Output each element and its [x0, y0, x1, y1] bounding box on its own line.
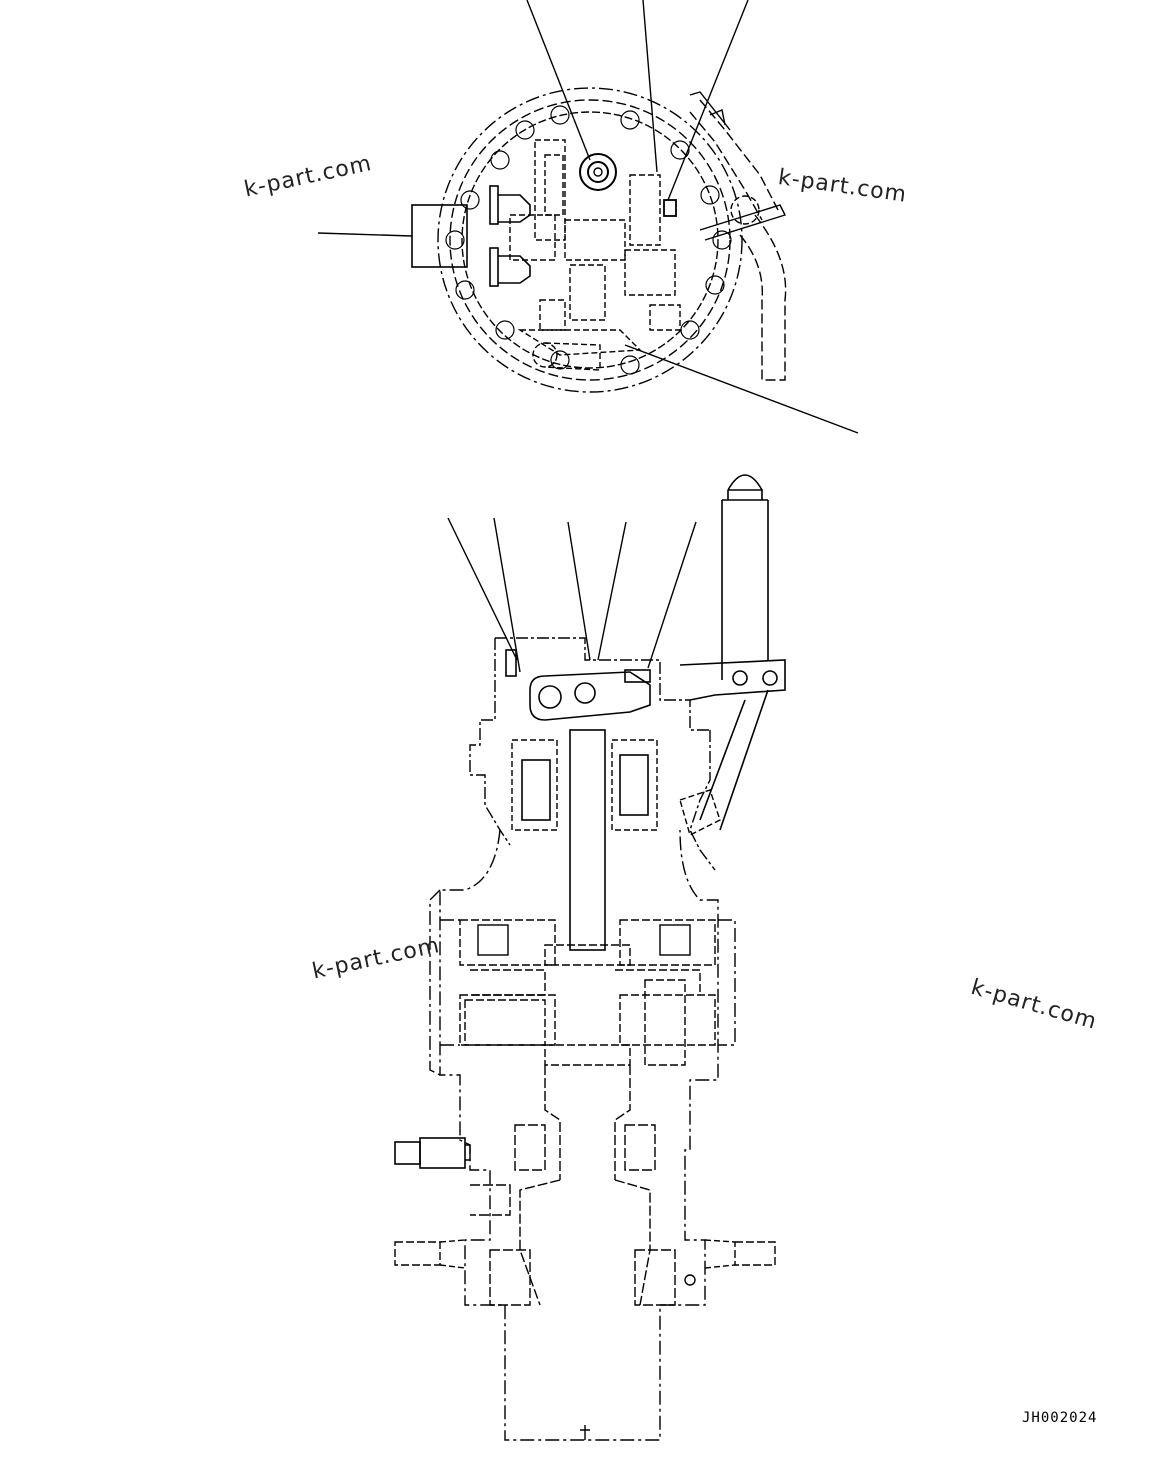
- leader-line: [642, 0, 658, 173]
- leader-line: [647, 521, 697, 669]
- leader-line: [624, 344, 859, 434]
- drawing-code: JH002024: [1022, 1410, 1098, 1426]
- leader-line: [526, 0, 591, 161]
- leader-line: [317, 232, 413, 237]
- leader-line: [493, 517, 521, 673]
- leader-line: [667, 0, 749, 201]
- leader-line: [567, 521, 591, 661]
- leader-line: [447, 517, 518, 661]
- motor-top-view: [317, 0, 859, 434]
- motor-side-section: [394, 474, 786, 1441]
- leader-line: [597, 521, 627, 661]
